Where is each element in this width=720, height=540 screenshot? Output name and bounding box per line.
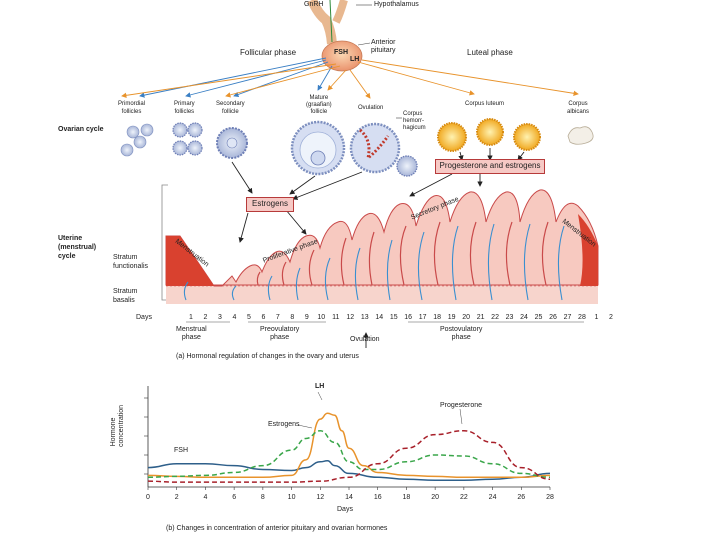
x-tick-label: 20 bbox=[431, 494, 439, 501]
progesterone-leader bbox=[460, 409, 462, 424]
estrogens-series-label: Estrogens bbox=[268, 421, 300, 429]
x-tick-label: 16 bbox=[374, 494, 382, 501]
x-tick-label: 28 bbox=[546, 494, 554, 501]
x-tick-label: 24 bbox=[489, 494, 497, 501]
lh-series-line bbox=[148, 413, 550, 477]
x-tick-label: 18 bbox=[403, 494, 411, 501]
lh-leader bbox=[318, 392, 322, 400]
x-tick-label: 4 bbox=[203, 494, 207, 501]
x-tick-label: 22 bbox=[460, 494, 468, 501]
chart-xlabel: Days bbox=[337, 506, 353, 514]
caption-b: (b) Changes in concentration of anterior… bbox=[166, 525, 387, 533]
x-tick-label: 6 bbox=[232, 494, 236, 501]
x-tick-label: 14 bbox=[345, 494, 353, 501]
x-tick-label: 8 bbox=[261, 494, 265, 501]
x-tick-label: 12 bbox=[316, 494, 324, 501]
estrogens-series-line bbox=[148, 431, 550, 478]
x-tick-label: 10 bbox=[288, 494, 296, 501]
x-tick-label: 0 bbox=[146, 494, 150, 501]
progesterone-series-label: Progesterone bbox=[440, 402, 482, 410]
progesterone-series-line bbox=[148, 431, 550, 482]
x-tick-label: 2 bbox=[175, 494, 179, 501]
chart-ylabel: Hormone concentration bbox=[110, 417, 126, 447]
lh-series-label: LH bbox=[315, 383, 324, 391]
fsh-series-label: FSH bbox=[174, 447, 188, 455]
x-tick-label: 26 bbox=[517, 494, 525, 501]
estrogens-leader bbox=[298, 425, 312, 428]
